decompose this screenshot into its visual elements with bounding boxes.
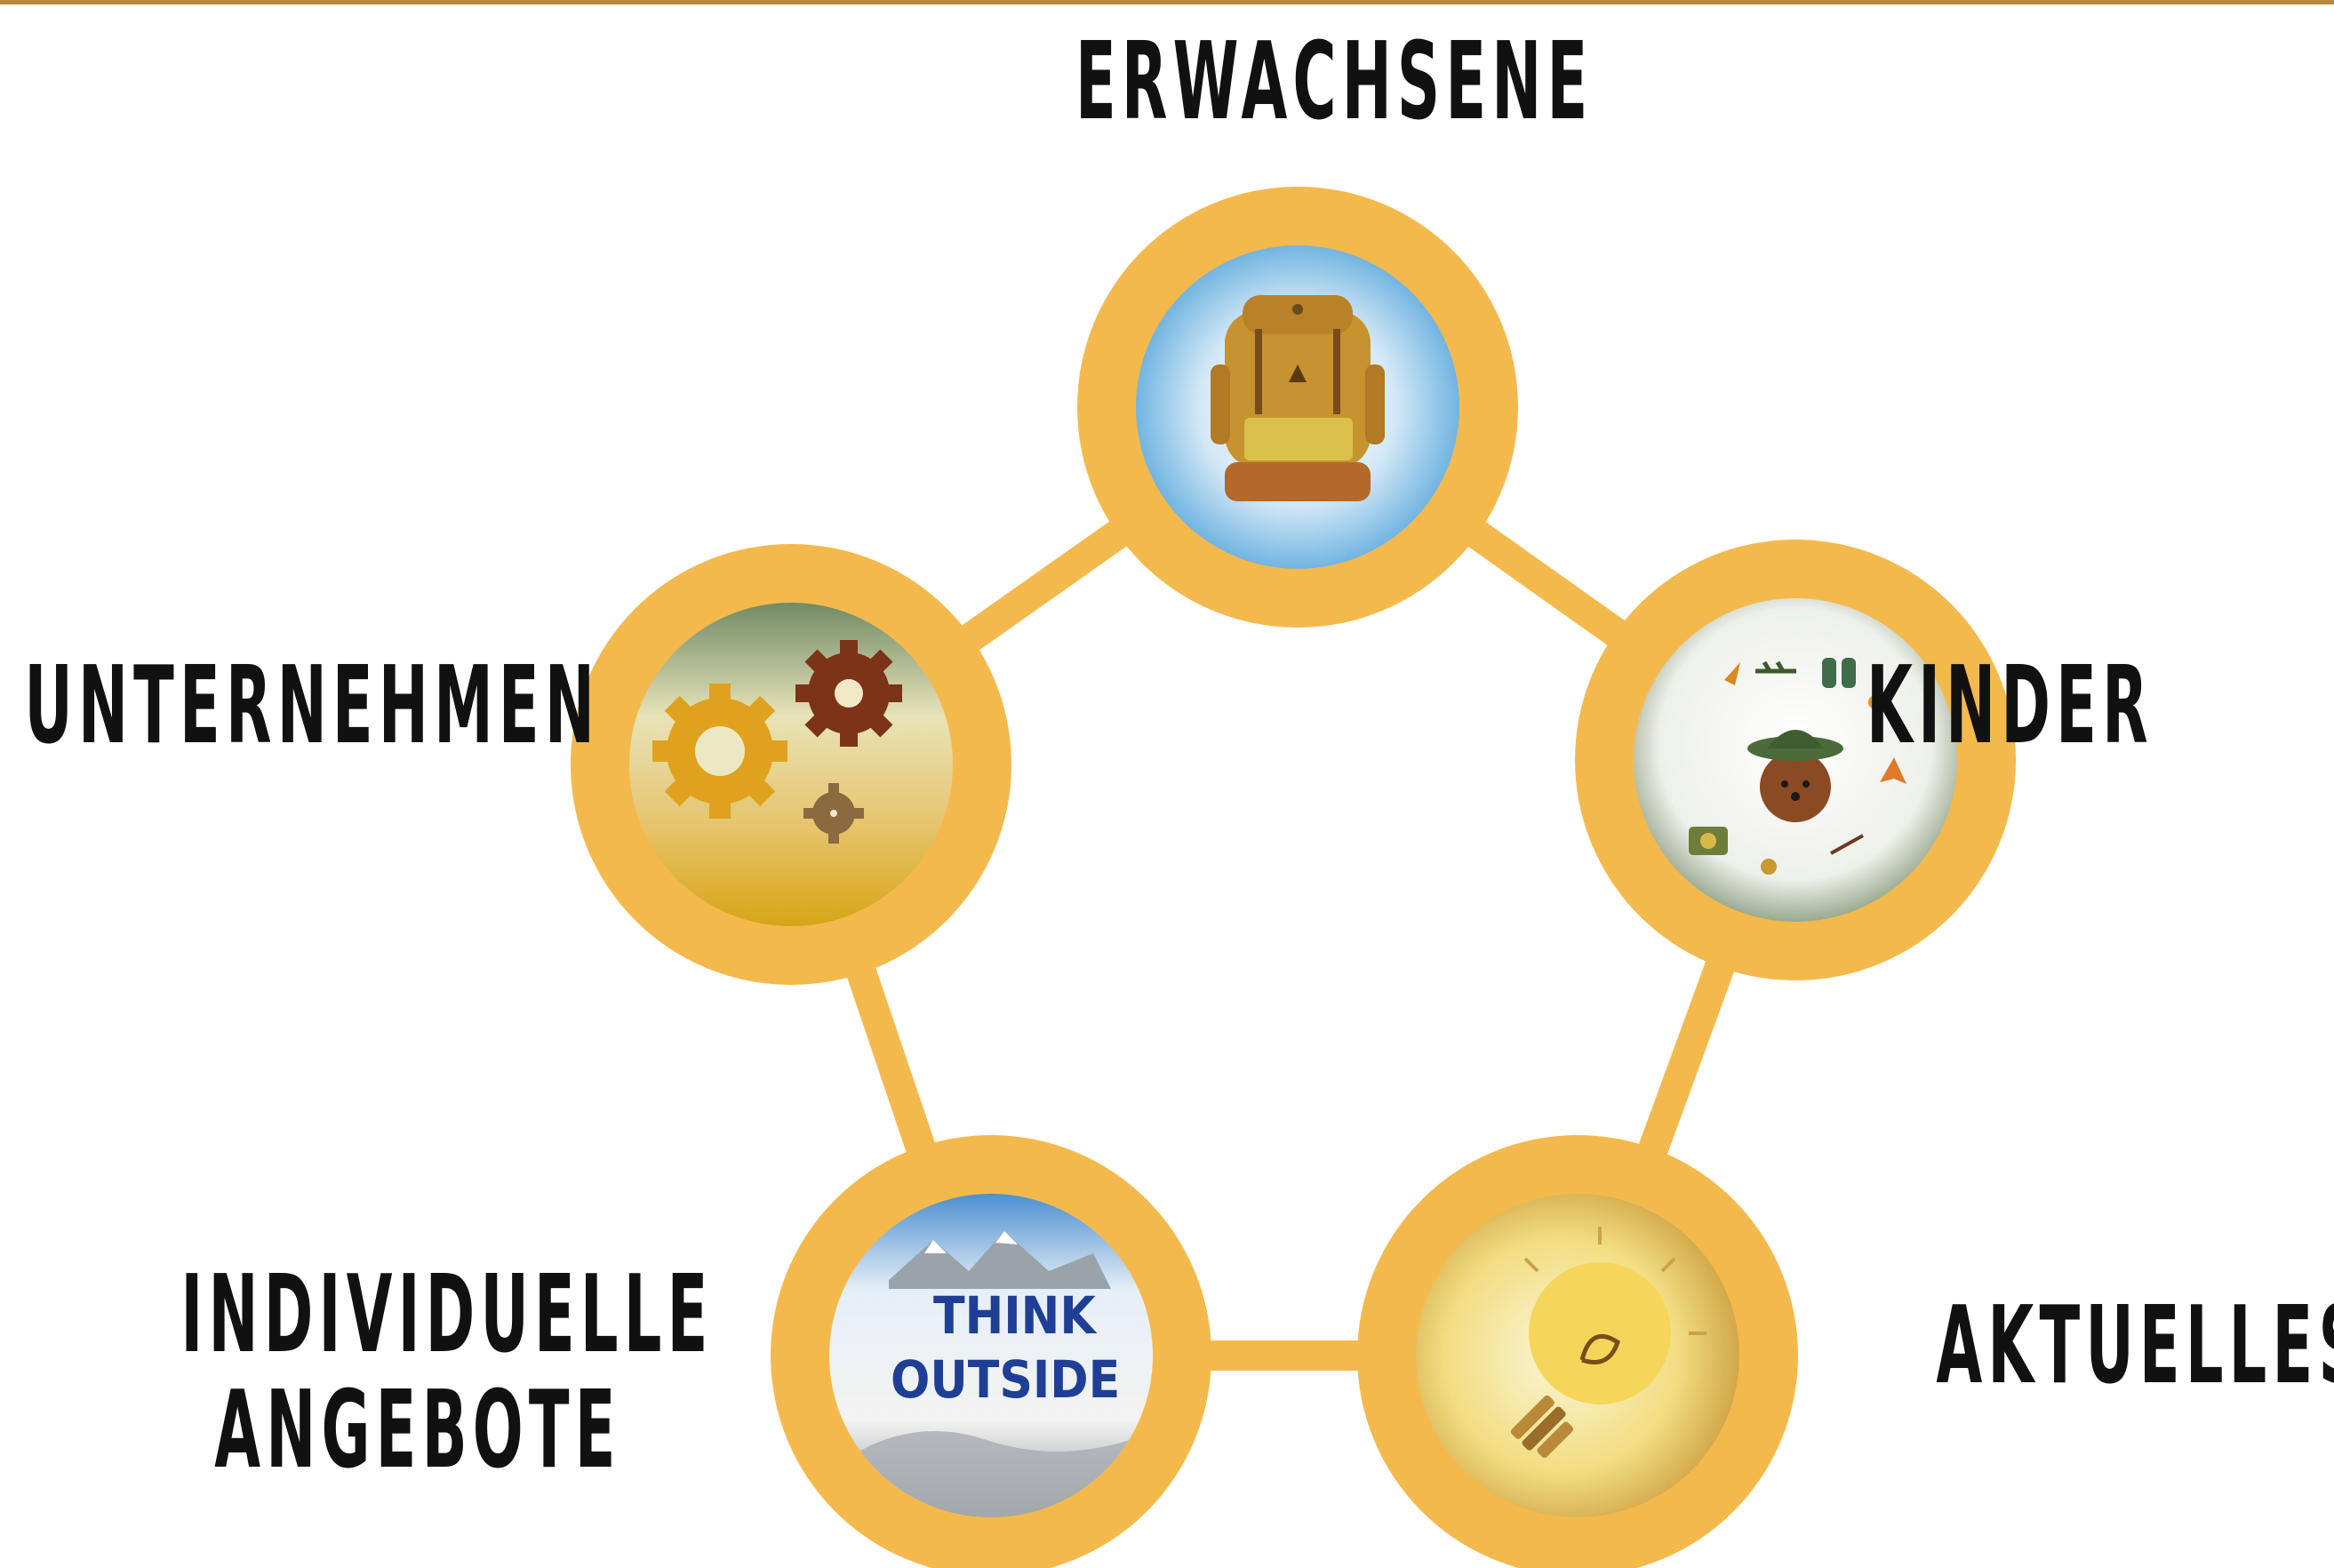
label-kinder[interactable]: KINDER [1866,649,2252,764]
label-individuelle-line1: INDIVIDUELLE [180,1253,714,1377]
node-unternehmen[interactable] [571,544,1011,985]
label-individuelle-angebote[interactable]: INDIVIDUELLE ANGEBOTE [180,1253,714,1492]
node-individuelle-angebote[interactable]: THINK OUTSIDE [771,1135,1211,1568]
explorer-bear-icon [1689,658,1906,875]
node-erwachsene[interactable] [1077,187,1518,628]
gear-large [652,684,787,819]
label-aktuelles[interactable]: AKTUELLES [1936,1289,2334,1404]
label-aktuelles-text: AKTUELLES [1936,1284,2334,1408]
label-erwachsene-text: ERWACHSENE [1075,20,1594,144]
label-unternehmen-text: UNTERNEHMEN [24,644,601,768]
lightbulb-icon [1510,1227,1707,1459]
gears-icon [652,640,902,844]
think-badge-line2: OUTSIDE [891,1349,1120,1410]
label-erwachsene[interactable]: ERWACHSENE [1075,20,1594,144]
node-aktuelles[interactable] [1357,1135,1798,1568]
think-badge-line1: THINK [933,1285,1098,1346]
top-divider [0,0,2334,4]
gear-small [803,783,864,844]
label-kinder-text: KINDER [1866,644,2154,768]
node-kinder[interactable] [1575,540,2016,980]
backpack-icon [1211,295,1385,501]
gear-brown [795,640,902,747]
label-individuelle-line2: ANGEBOTE [214,1369,621,1492]
label-unternehmen[interactable]: UNTERNEHMEN [24,644,601,768]
